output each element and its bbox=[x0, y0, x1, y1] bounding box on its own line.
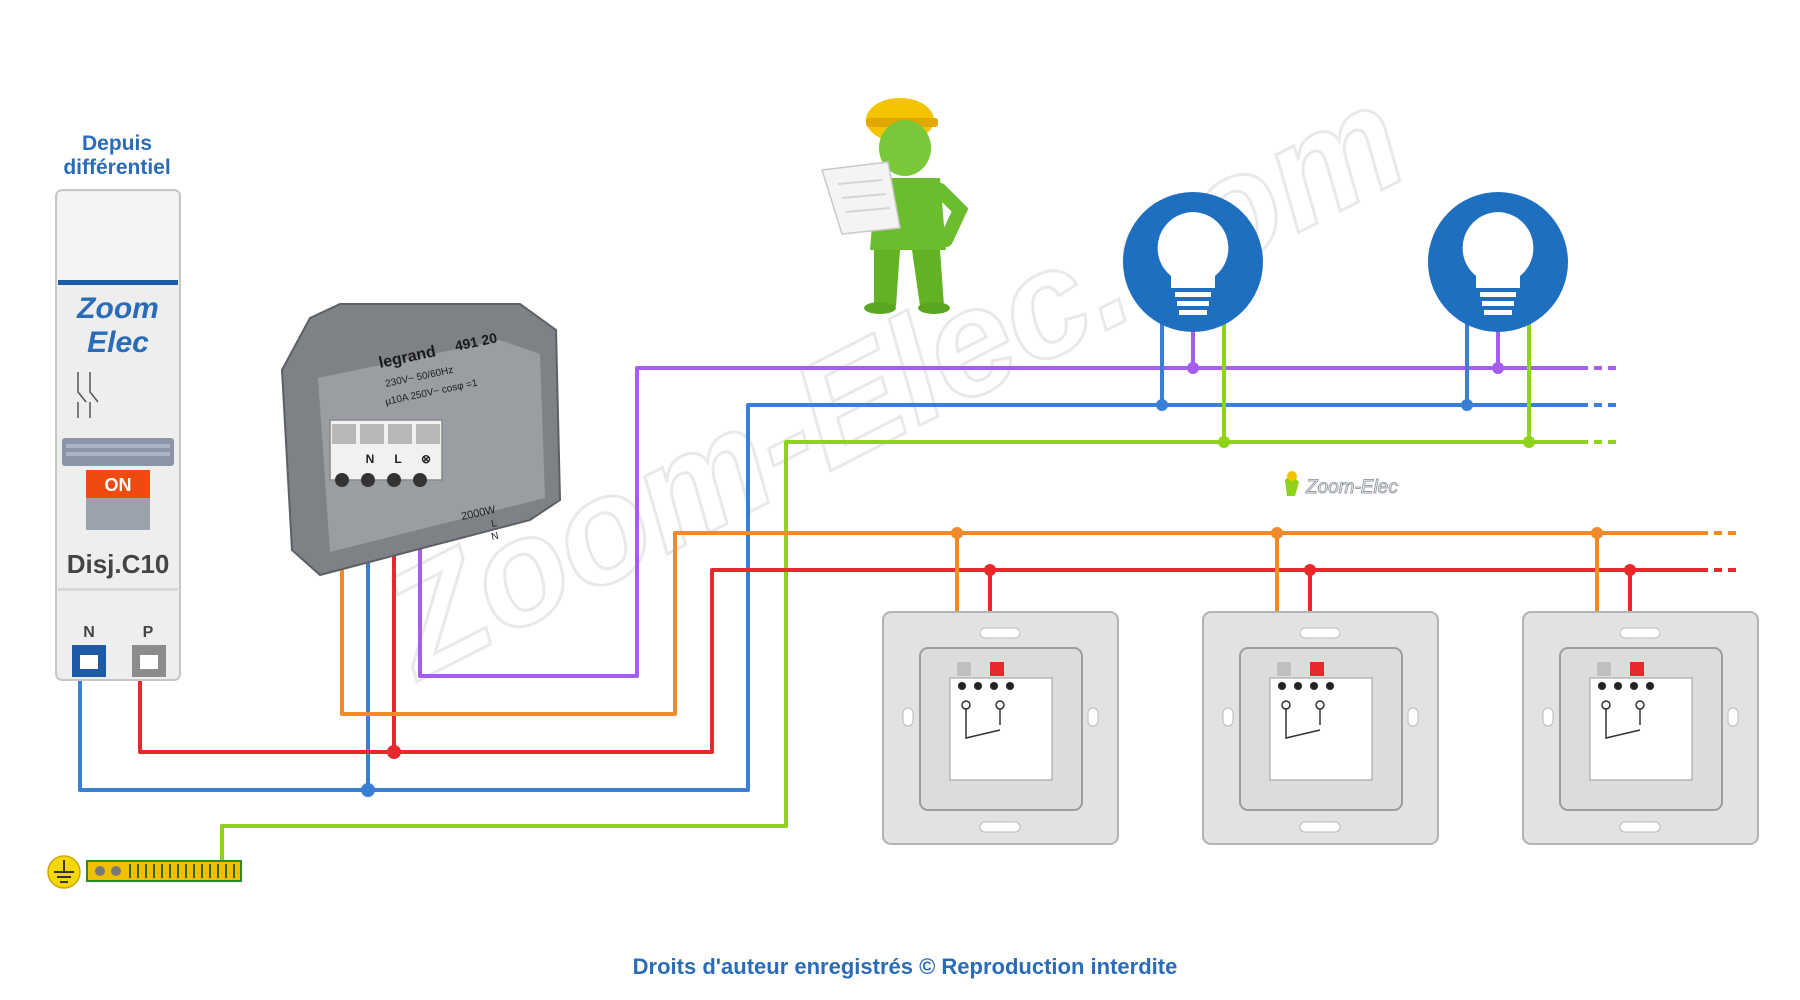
relay-terminal-n: N bbox=[366, 452, 375, 466]
earth-terminal-bar bbox=[47, 855, 242, 889]
breaker-brand-line1: Zoom bbox=[76, 292, 159, 325]
relay-bottom-l: L bbox=[490, 518, 498, 530]
breaker-terminal-p-label: P bbox=[143, 624, 154, 641]
relay-terminal-lamp: ⊗ bbox=[421, 452, 431, 466]
relay-bottom-n: N bbox=[490, 531, 499, 543]
wire-earth bbox=[220, 440, 1580, 860]
lamp-1[interactable] bbox=[1123, 192, 1263, 332]
lamp-2[interactable] bbox=[1428, 192, 1568, 332]
relay-terminal-screw[interactable] bbox=[361, 473, 375, 487]
bulb-icon bbox=[1157, 212, 1229, 315]
push-button-icon bbox=[961, 700, 1005, 739]
relay-terminal-screw[interactable] bbox=[387, 473, 401, 487]
wire-switched-live bbox=[418, 366, 1580, 678]
push-button-icon bbox=[1601, 700, 1645, 739]
source-label-line1: Depuis bbox=[82, 132, 152, 155]
source-label-line2: différentiel bbox=[63, 156, 170, 179]
push-button-1[interactable] bbox=[882, 611, 1119, 845]
relay-terminal-screw[interactable] bbox=[335, 473, 349, 487]
copyright-footer: Droits d'auteur enregistrés © Reproducti… bbox=[633, 954, 1178, 979]
push-button-3[interactable] bbox=[1522, 611, 1759, 845]
relay-terminal-screw[interactable] bbox=[413, 473, 427, 487]
junction-dots bbox=[361, 362, 1636, 797]
breaker-symbol-icon bbox=[77, 372, 99, 418]
impulse-relay: legrand 491 20 230V~ 50/60Hz µ10A 250V~ … bbox=[280, 303, 562, 577]
push-button-icon bbox=[1281, 700, 1325, 739]
relay-terminal-l: L bbox=[394, 452, 401, 466]
push-button-2[interactable] bbox=[1202, 611, 1439, 845]
wire-neutral bbox=[78, 403, 1580, 792]
breaker-brand-line2: Elec bbox=[87, 326, 149, 359]
small-watermark-text: Zoom-Elec bbox=[1305, 477, 1398, 498]
breaker-terminal-n-label: N bbox=[83, 624, 95, 641]
worker-icon bbox=[821, 98, 969, 314]
bulb-icon bbox=[1462, 212, 1534, 315]
breaker-state: ON bbox=[105, 475, 132, 495]
wire-return bbox=[340, 485, 1700, 716]
small-watermark: Zoom-Elec bbox=[1285, 471, 1399, 499]
breaker-rating: Disj.C10 bbox=[67, 549, 170, 579]
wire-phase bbox=[138, 568, 1700, 754]
circuit-breaker: Zoom Elec ON Disj.C10 N P bbox=[55, 189, 181, 681]
